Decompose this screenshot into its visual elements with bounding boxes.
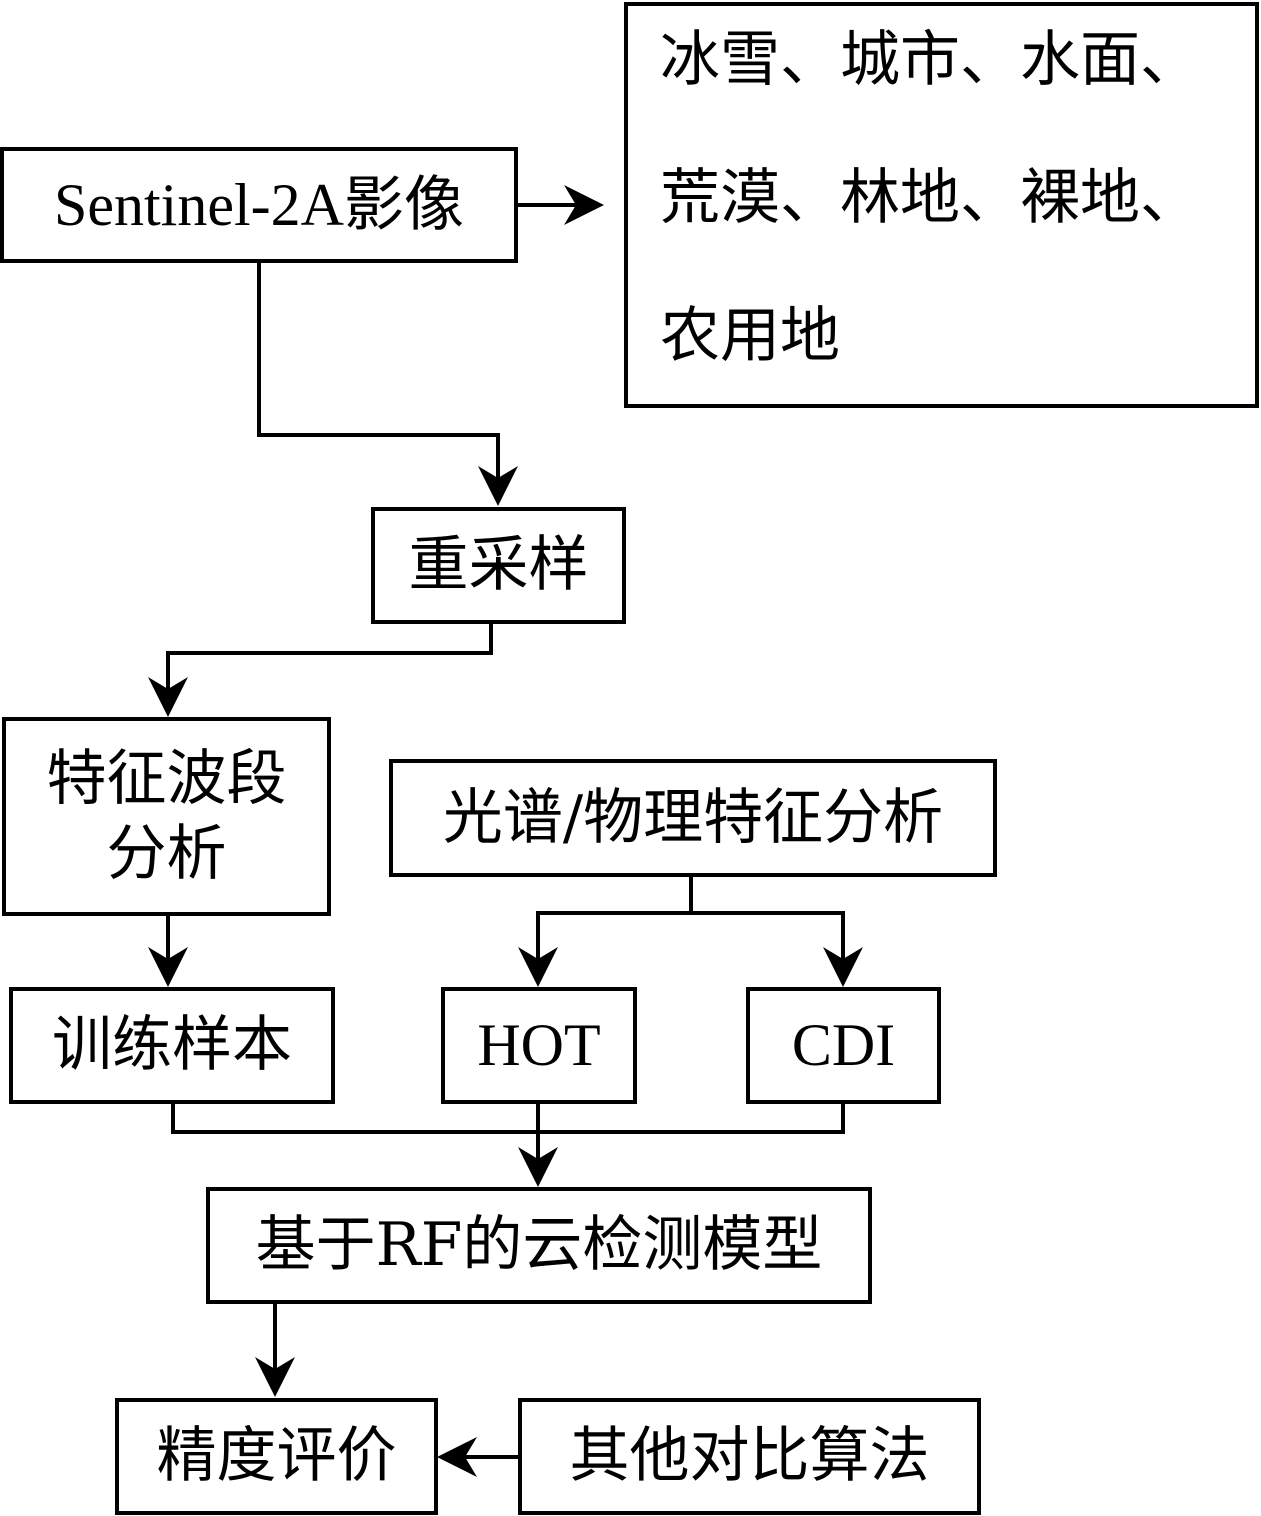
rf-model-box: 基于RF的云检测模型: [206, 1187, 872, 1304]
connector-merge: [171, 1103, 845, 1134]
feature-band-line-1: 特征波段: [46, 743, 287, 814]
accuracy-label: 精度评价: [156, 1421, 397, 1491]
rf-model-label: 基于RF的云检测模型: [255, 1210, 823, 1280]
cdi-label: CDI: [791, 1012, 896, 1078]
other-algorithms-label: 其他对比算法: [569, 1421, 930, 1491]
feature-band-line-2: 分析: [106, 818, 227, 889]
arrow-spectral-to-hot: [518, 911, 691, 987]
training-samples-box: 训练样本: [9, 987, 335, 1104]
resample-box: 重采样: [371, 507, 626, 624]
classes-line-2: 荒漠、林地、裸地、: [660, 163, 1200, 233]
hot-box: HOT: [441, 987, 637, 1104]
arrow-spectral-to-cdi: [691, 911, 863, 987]
other-algorithms-box: 其他对比算法: [518, 1398, 981, 1515]
sentinel-box: Sentinel-2A影像: [0, 147, 518, 263]
training-samples-label: 训练样本: [52, 1010, 292, 1080]
arrow-sentinel-to-resample: [257, 262, 518, 506]
resample-label: 重采样: [408, 530, 589, 600]
classes-line-1: 冰雪、城市、水面、: [660, 25, 1200, 95]
feature-band-box: 特征波段 分析: [2, 717, 331, 916]
hot-label: HOT: [477, 1012, 601, 1078]
classes-line-3: 农用地: [660, 301, 840, 371]
land-cover-classes-box: 冰雪、城市、水面、 荒漠、林地、裸地、 农用地: [624, 2, 1259, 408]
sentinel-label: Sentinel-2A影像: [54, 171, 464, 238]
spectral-analysis-box: 光谱/物理特征分析: [389, 759, 997, 877]
spectral-analysis-label: 光谱/物理特征分析: [442, 782, 944, 853]
arrow-resample-to-feature: [148, 624, 493, 717]
cdi-box: CDI: [746, 987, 941, 1104]
accuracy-box: 精度评价: [115, 1398, 438, 1515]
